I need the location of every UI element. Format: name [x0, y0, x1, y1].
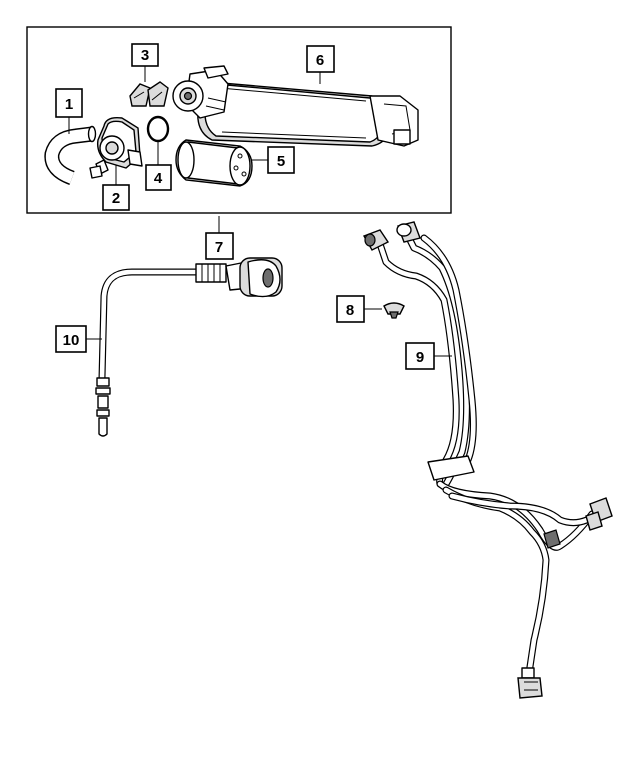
hose-illustration: [44, 125, 97, 186]
callout-10: 10: [55, 325, 87, 353]
callout-5: 5: [267, 146, 295, 174]
callout-7: 7: [205, 232, 234, 260]
svg-text:5: 5: [277, 153, 285, 170]
callout-1: 1: [55, 88, 83, 118]
svg-text:2: 2: [112, 190, 120, 207]
vapor-canister-illustration: [172, 65, 419, 147]
callout-6: 6: [306, 45, 335, 73]
inset-frame: [26, 26, 452, 214]
svg-text:10: 10: [63, 332, 80, 349]
fuel-line-bundle-illustration: [362, 221, 613, 699]
callout-9: 9: [405, 342, 435, 370]
callout-8: 8: [336, 295, 365, 323]
svg-text:7: 7: [215, 239, 223, 256]
leader-lines: [68, 66, 452, 357]
callout-2: 2: [102, 184, 130, 211]
svg-text:9: 9: [416, 349, 424, 366]
clips-illustration: [129, 81, 169, 107]
callout-3: 3: [131, 43, 159, 67]
svg-text:1: 1: [65, 96, 73, 113]
filter-illustration: [175, 139, 253, 187]
svg-text:6: 6: [316, 52, 324, 69]
o-ring-illustration: [146, 115, 170, 143]
small-clip-illustration: [383, 302, 405, 319]
callout-4: 4: [145, 164, 172, 191]
pump-illustration: [89, 116, 143, 179]
vapor-tube-illustration: [95, 257, 283, 437]
svg-text:3: 3: [141, 47, 149, 64]
svg-text:4: 4: [154, 170, 163, 187]
svg-text:8: 8: [346, 302, 354, 319]
